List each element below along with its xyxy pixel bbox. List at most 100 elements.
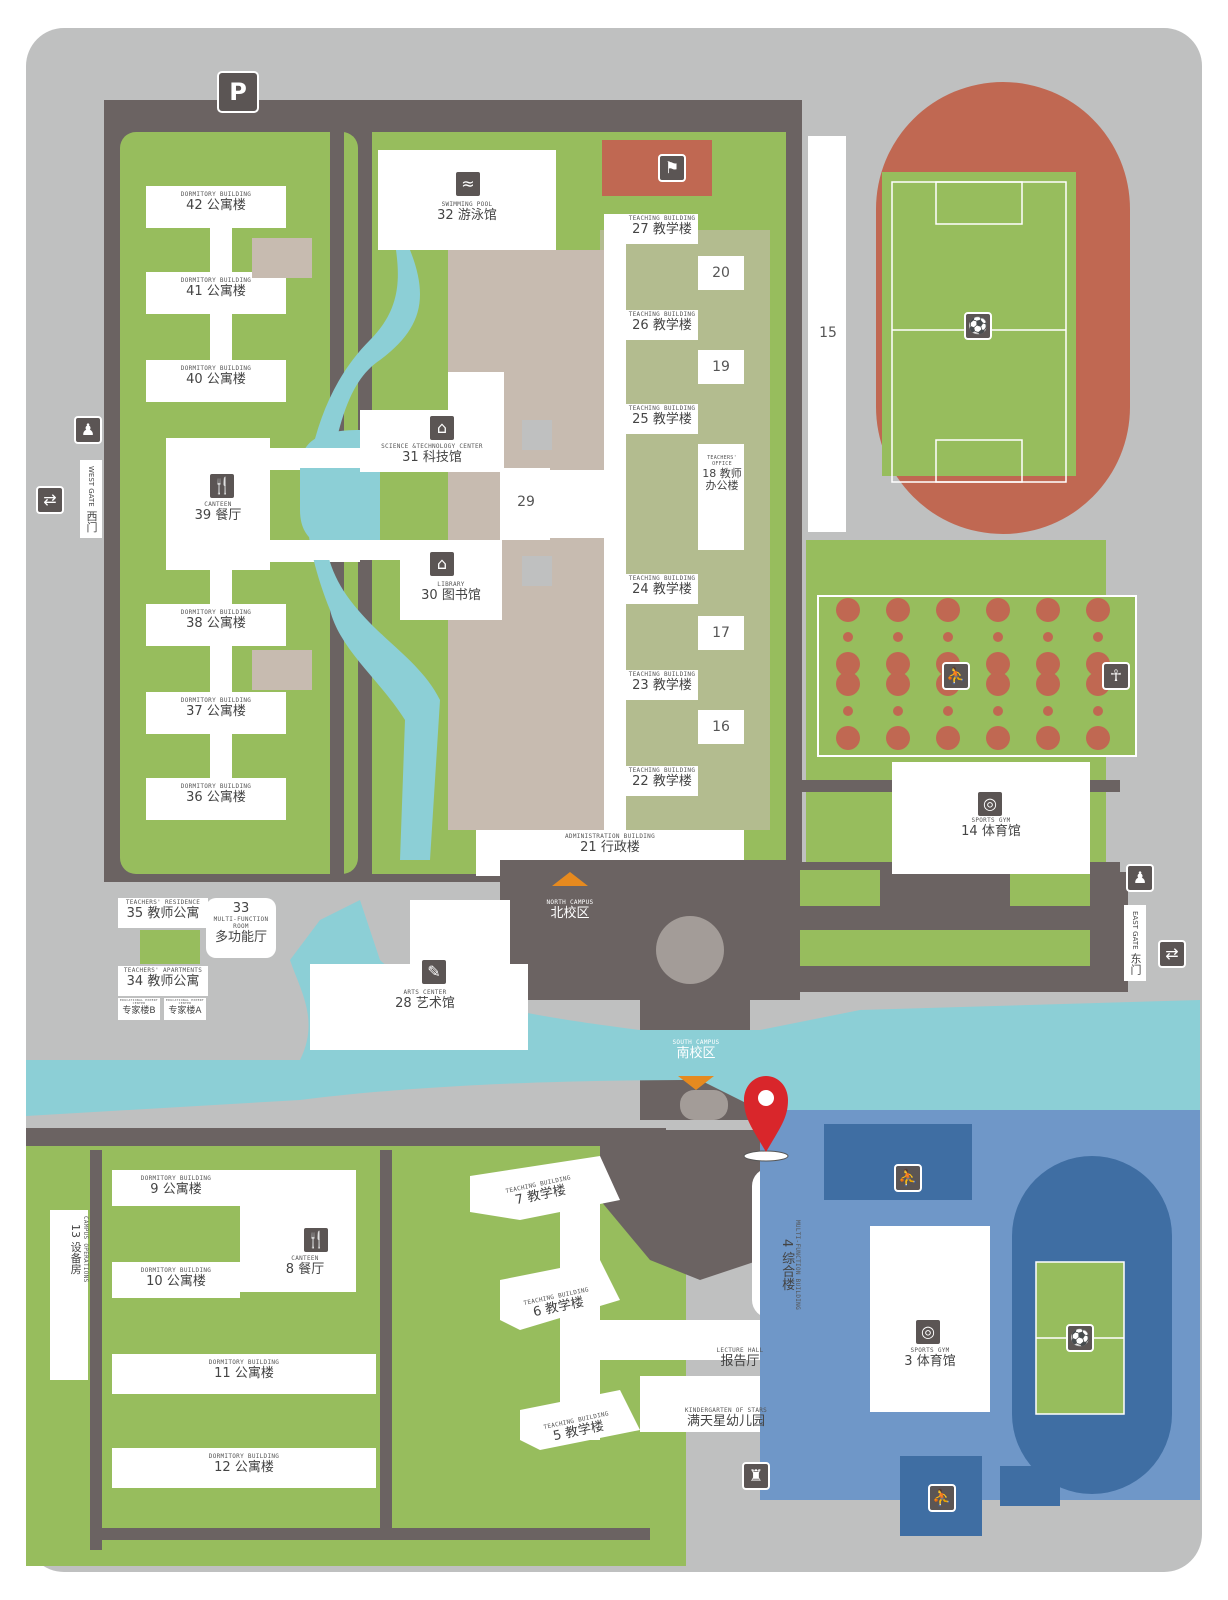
court-key (886, 598, 910, 622)
main-river (26, 900, 1200, 1140)
building-17[interactable]: 17 (712, 625, 730, 641)
parking-icon: P (229, 78, 247, 106)
court-center (1043, 632, 1053, 642)
court-center (1093, 632, 1103, 642)
court-center (1093, 706, 1103, 716)
basketball-icon: ⛹ (928, 1484, 956, 1512)
central-road (500, 860, 800, 1000)
gym-icon: ◎ (914, 1318, 942, 1346)
exit-icon[interactable]: ⇄ (36, 486, 64, 514)
court-key (1086, 598, 1110, 622)
library-icon: ⌂ (428, 550, 456, 578)
south-campus-label: SOUTH CAMPUS 南校区 (672, 1039, 720, 1061)
table-tennis-icon: ⚑ (658, 154, 686, 182)
court-center (843, 706, 853, 716)
parking-sign (217, 71, 259, 113)
east-gate-label: EAST GATE 东门 (1124, 905, 1146, 982)
location-pin-icon (744, 1076, 788, 1152)
building-20[interactable]: 20 (712, 265, 730, 281)
court-key (986, 672, 1010, 696)
court-key (936, 726, 960, 750)
canteen-icon: 🍴 (208, 472, 236, 500)
court-key (886, 672, 910, 696)
court-key (836, 652, 860, 676)
north-campus-label: NORTH CAMPUS 北校区 (546, 899, 594, 921)
court-key (936, 598, 960, 622)
soccer-icon: ⚽ (1066, 1324, 1094, 1352)
south-central-road (600, 1130, 760, 1280)
court-key (836, 598, 860, 622)
court-center (893, 706, 903, 716)
basketball-icon: ⛹ (894, 1164, 922, 1192)
court-key (1036, 598, 1060, 622)
court-key (1036, 652, 1060, 676)
court-key (1036, 672, 1060, 696)
building-15-shape (808, 136, 846, 532)
court-key (836, 726, 860, 750)
building-16[interactable]: 16 (712, 719, 730, 735)
exit-icon[interactable]: ⇄ (1158, 940, 1186, 968)
north-campus-arrow (552, 872, 588, 886)
court-center (993, 632, 1003, 642)
court-key (986, 598, 1010, 622)
arts-icon: ✎ (420, 958, 448, 986)
court-center (893, 632, 903, 642)
guard-icon: ♟ (74, 416, 102, 444)
swimming-icon: ≈ (454, 170, 482, 198)
south-campus-arrow (678, 1076, 714, 1090)
court-key (836, 672, 860, 696)
south-road-frame (26, 1128, 666, 1148)
building-19[interactable]: 19 (712, 359, 730, 375)
west-gate-label: WEST GATE 西门 (80, 460, 102, 539)
court-key (1086, 726, 1110, 750)
guard-icon: ♟ (1126, 864, 1154, 892)
court-key (886, 652, 910, 676)
building-15[interactable]: 15 (819, 325, 837, 341)
court-center (993, 706, 1003, 716)
court-center (1043, 706, 1053, 716)
top-road (104, 114, 802, 130)
court-center (943, 706, 953, 716)
soccer-icon: ⚽ (964, 312, 992, 340)
fitness-icon: ☥ (1102, 662, 1130, 690)
building-29[interactable]: 29 (517, 494, 535, 510)
court-key (886, 726, 910, 750)
basketball-icon: ⛹ (942, 662, 970, 690)
